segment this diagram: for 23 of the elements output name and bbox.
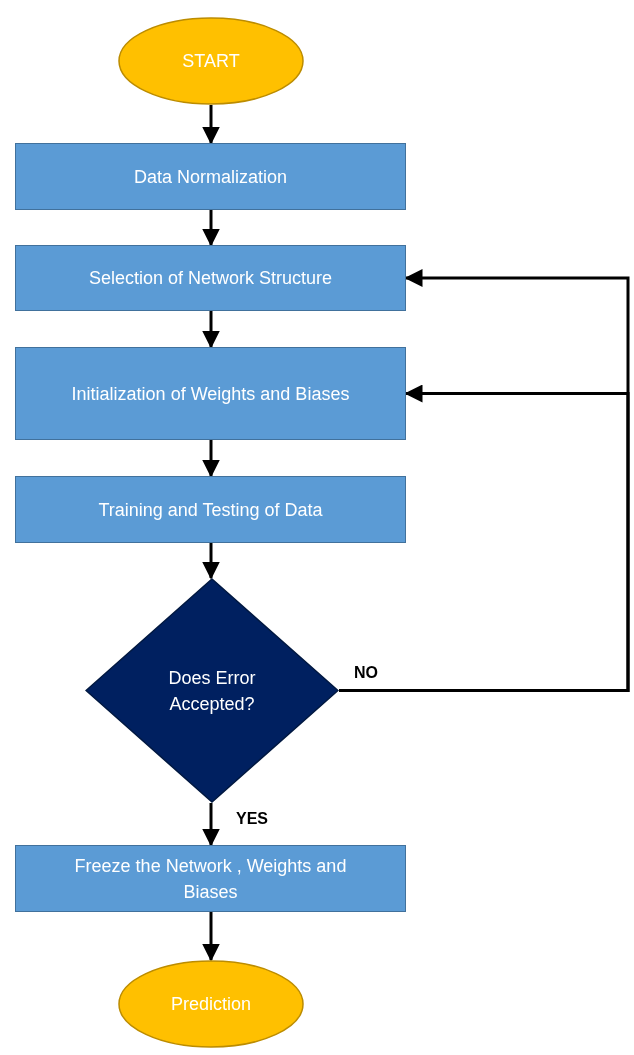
process-box — [15, 476, 406, 543]
process-box — [15, 845, 406, 912]
node-text: START — [182, 50, 240, 73]
node-text: Does Error Accepted? — [167, 666, 257, 716]
decision-diamond — [85, 578, 339, 803]
arrow — [202, 912, 220, 962]
node-text: Training and Testing of Data — [98, 498, 323, 522]
node-text: Selection of Network Structure — [88, 267, 333, 290]
arrow — [202, 311, 220, 349]
node-text: Initialization of Weights and Biases — [71, 382, 350, 406]
node-text: Prediction — [170, 993, 251, 1016]
arrow — [202, 543, 220, 580]
process-box — [15, 143, 406, 210]
arrow — [202, 210, 220, 247]
process-box — [15, 347, 406, 440]
node-text: Freeze the Network , Weights and Biases — [73, 854, 348, 904]
arrow — [202, 440, 220, 478]
process-box — [15, 245, 406, 311]
terminal-ellipse — [118, 17, 304, 105]
arrow — [202, 105, 220, 145]
terminal-ellipse — [118, 960, 304, 1048]
arrow — [202, 803, 220, 847]
node-text: Data Normalization — [133, 165, 288, 189]
